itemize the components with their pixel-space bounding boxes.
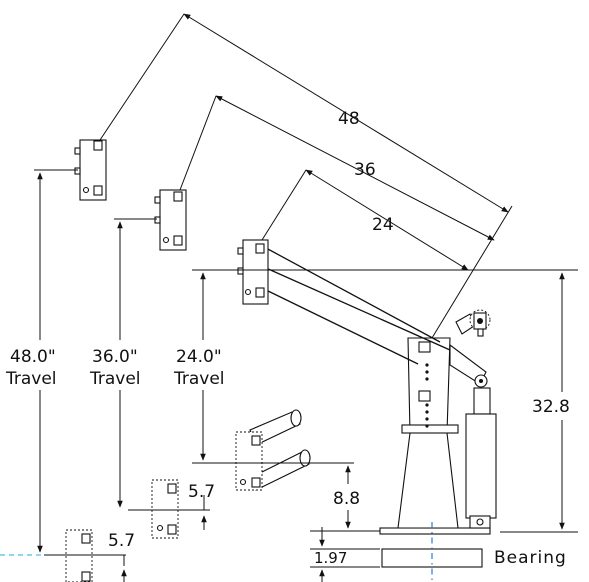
hook-block-36	[154, 189, 187, 251]
dim-8-8-label: 8.8	[333, 489, 360, 509]
travel-48-value: 48.0"	[10, 347, 56, 367]
travel-24-label: Travel	[173, 369, 225, 389]
hook-block-48	[74, 139, 107, 201]
dim-5-7-left-label: 5.7	[108, 531, 135, 551]
travel-24-value: 24.0"	[176, 347, 222, 367]
boom-24	[265, 247, 451, 365]
winch-handle	[455, 309, 491, 337]
travel-48-label: Travel	[5, 369, 57, 389]
hook-block-low-3	[65, 529, 93, 582]
travel-dimension-lines	[37, 172, 565, 582]
leader-lines	[0, 13, 578, 568]
mast-assembly	[379, 309, 497, 582]
base-plate	[379, 527, 491, 535]
dim-36-label: 36	[354, 160, 376, 180]
dim-32-8-label: 32.8	[532, 397, 570, 417]
hook-block-low-1	[235, 431, 263, 491]
bearing-label: Bearing	[494, 548, 567, 568]
mast-clamp-top	[418, 341, 431, 353]
cylinder-rod	[473, 387, 491, 415]
mast-collar	[401, 424, 459, 434]
hydraulic-cylinder	[465, 413, 497, 519]
travel-36-label: Travel	[89, 369, 141, 389]
travel-36-value: 36.0"	[92, 347, 138, 367]
pedestal	[397, 432, 459, 529]
mast-clamp-mid	[418, 390, 431, 402]
hook-block-24	[237, 239, 269, 305]
hook-block-low-2	[151, 479, 179, 539]
dim-48-label: 48	[338, 109, 360, 129]
dim-5-7-right-label: 5.7	[188, 482, 215, 502]
mast-holes	[425, 363, 429, 428]
dim-24-label: 24	[372, 215, 394, 235]
dim-1-97-label: 1.97	[314, 549, 347, 567]
